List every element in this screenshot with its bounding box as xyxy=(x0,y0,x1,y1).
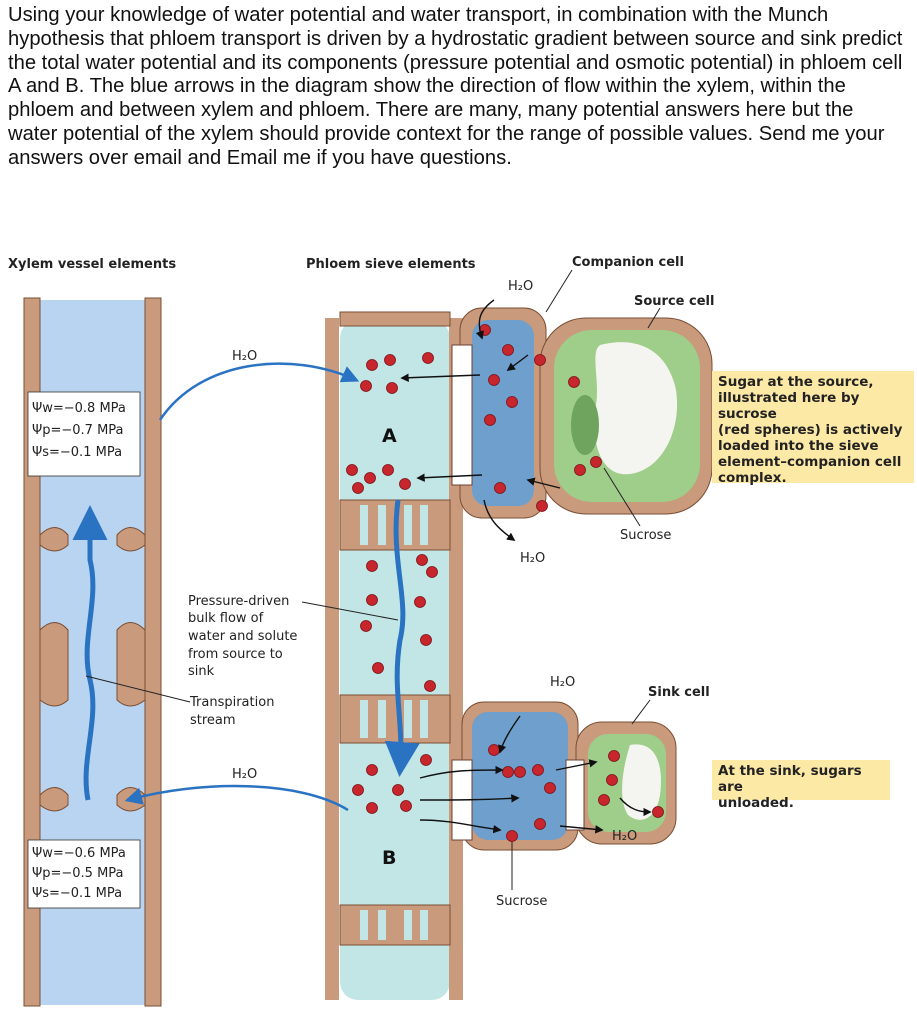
sink-note-line-1: At the sink, sugars are xyxy=(718,763,862,795)
companion-cell-header: Companion cell xyxy=(572,255,684,270)
source-note-line-3: (red spheres) is actively xyxy=(718,422,903,438)
sieve-plate-lower xyxy=(339,694,451,744)
xylem-bottom-potentials: Ψw=−0.6 MPa Ψp=−0.5 MPa Ψs=−0.1 MPa xyxy=(27,839,141,909)
source-chloroplast xyxy=(571,395,599,455)
xylem-wall-right xyxy=(144,297,162,1007)
water-out-arrow xyxy=(124,784,349,812)
water-in-arrow xyxy=(158,362,360,421)
h2o-sink-cell: H₂O xyxy=(612,829,637,844)
question-text: Using your knowledge of water potential … xyxy=(8,4,903,169)
xylem-bottom-psi-p: Ψp=−0.5 MPa xyxy=(32,866,124,881)
phloem-lumen xyxy=(340,320,450,1000)
xylem-plate-top xyxy=(39,527,146,552)
sucrose-label-source: Sucrose xyxy=(620,528,671,543)
sink-note: At the sink, sugars are unloaded. xyxy=(712,760,890,811)
xylem-top-potentials: Ψw=−0.8 MPa Ψp=−0.7 MPa Ψs=−0.1 MPa xyxy=(27,391,141,477)
h2o-source-bottom: H₂O xyxy=(520,551,545,566)
bulk-flow-line-2: bulk flow of xyxy=(188,611,264,626)
sucrose-label-sink: Sucrose xyxy=(496,894,547,909)
xylem-bottom-psi-w: Ψw=−0.6 MPa xyxy=(32,846,126,861)
phloem-flow-arrow xyxy=(384,499,420,777)
xylem-flow-arrow xyxy=(72,505,108,801)
xylem-bottom-psi-s: Ψs=−0.1 MPa xyxy=(32,886,122,901)
source-note-line-4: loaded into the sieve xyxy=(718,438,879,454)
source-cell xyxy=(539,317,713,515)
h2o-top-companion: H₂O xyxy=(508,279,533,294)
h2o-phloem-to-xylem: H₂O xyxy=(232,767,257,782)
cell-a-label: A xyxy=(382,425,397,447)
transpiration-line-1: Transpiration xyxy=(189,695,274,710)
source-note-line-1: Sugar at the source, xyxy=(718,374,874,390)
bulk-flow-line-3: water and solute xyxy=(188,629,297,644)
sieve-plate-bottom xyxy=(339,904,451,946)
cell-b-label: B xyxy=(382,847,396,869)
bulk-flow-line-5: sink xyxy=(188,664,215,679)
transpiration-line-2: stream xyxy=(190,713,236,728)
sink-cell xyxy=(575,721,677,845)
transpiration-label: Transpiration stream xyxy=(85,675,274,728)
source-note: Sugar at the source, illustrated here by… xyxy=(712,371,914,486)
phloem-transport-diagram: Xylem vessel elements Ψw=−0.8 MPa Ψp=−0.… xyxy=(8,255,714,1007)
sucrose-spheres xyxy=(346,324,664,842)
source-vacuole xyxy=(594,342,678,475)
xylem-top-psi-w: Ψw=−0.8 MPa xyxy=(32,401,126,416)
phloem-sieve-tube xyxy=(325,311,463,1000)
source-cell-header: Source cell xyxy=(634,294,714,309)
sink-note-line-2: unloaded. xyxy=(718,795,794,811)
xylem-top-psi-s: Ψs=−0.1 MPa xyxy=(32,445,122,460)
sink-cell-header: Sink cell xyxy=(648,685,710,700)
source-note-line-2: illustrated here by sucrose xyxy=(718,390,860,422)
bulk-flow-line-4: from source to xyxy=(188,647,283,662)
loading-arrows xyxy=(400,299,652,834)
phloem-header: Phloem sieve elements xyxy=(306,257,476,272)
bulk-flow-label: Pressure-driven bulk flow of water and s… xyxy=(188,594,399,679)
xylem-top-psi-p: Ψp=−0.7 MPa xyxy=(32,423,124,438)
xylem-plate-middle xyxy=(39,622,146,707)
source-note-line-6: complex. xyxy=(718,470,787,486)
sieve-plate-top xyxy=(339,311,451,327)
h2o-sink-top: H₂O xyxy=(550,675,575,690)
source-note-line-5: element–companion cell xyxy=(718,454,902,470)
xylem-header: Xylem vessel elements xyxy=(8,257,176,272)
h2o-xylem-to-phloem: H₂O xyxy=(232,349,257,364)
sink-vacuole xyxy=(622,744,661,820)
bulk-flow-line-1: Pressure-driven xyxy=(188,594,289,609)
